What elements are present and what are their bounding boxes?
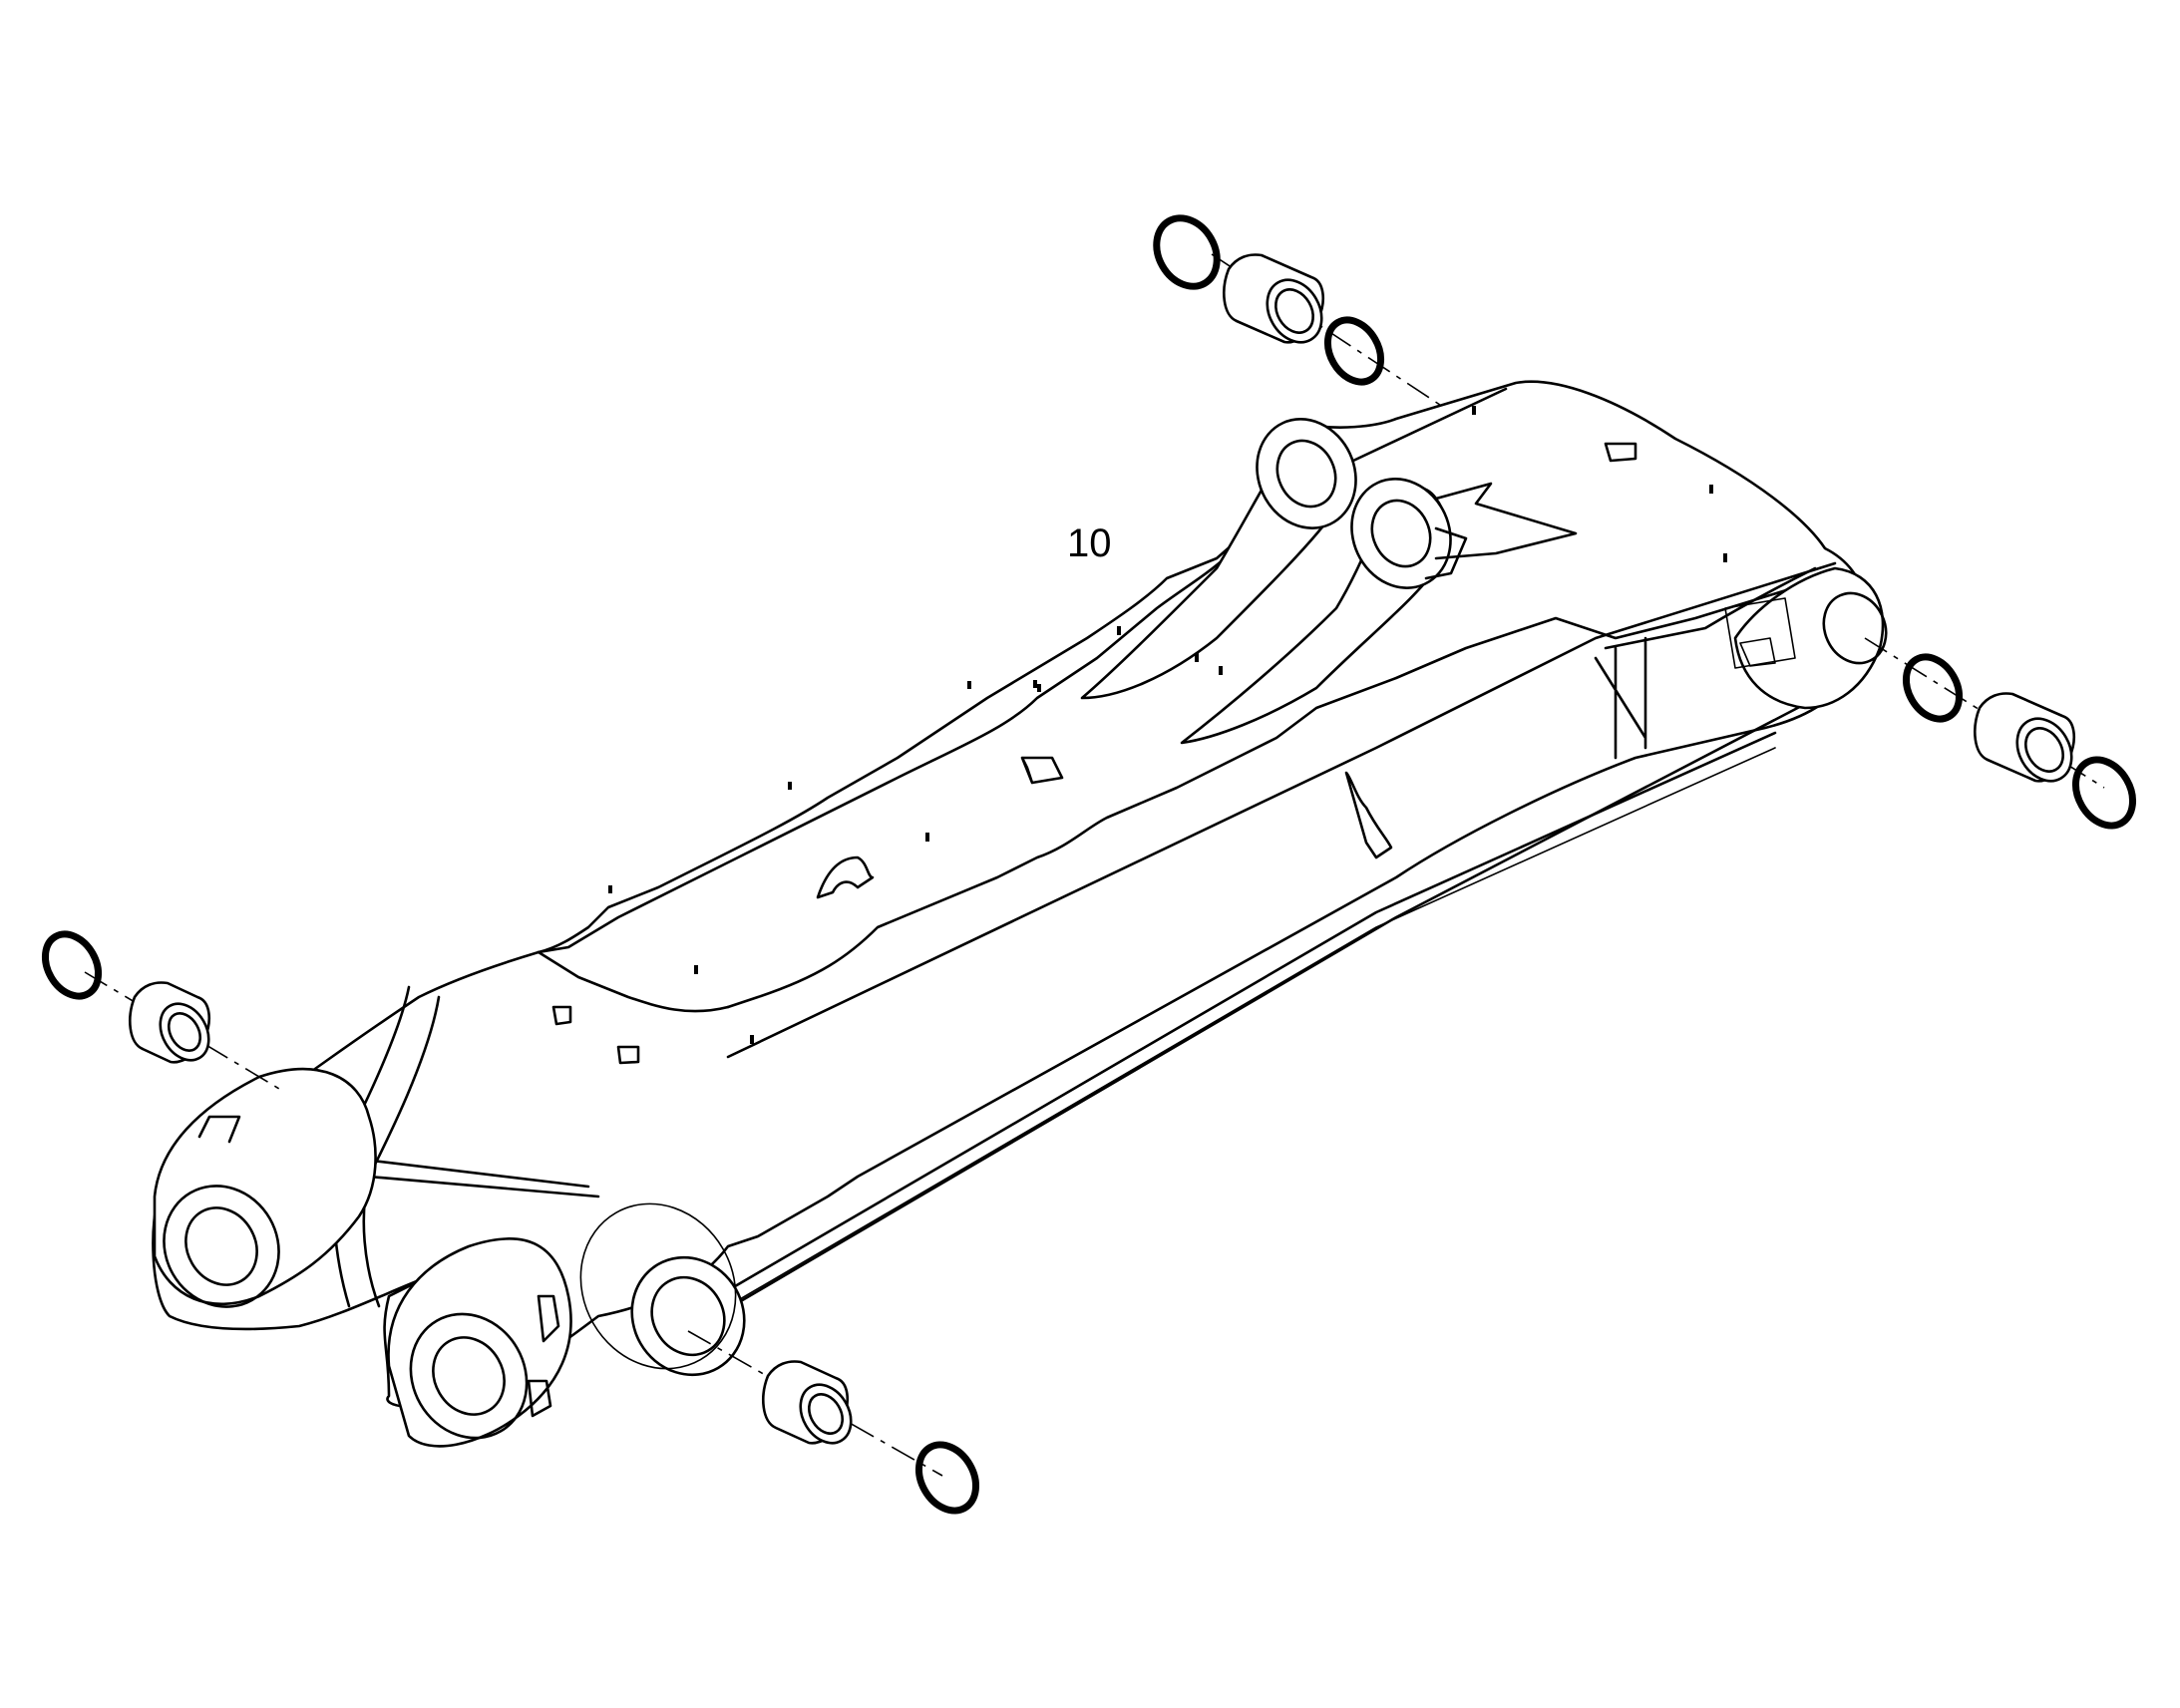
left-foot-bracket xyxy=(153,1067,377,1308)
lower-outer-ring xyxy=(914,1441,980,1515)
boom-side-face-2 xyxy=(716,731,1777,1298)
right-bushing xyxy=(1974,692,2076,783)
front-boss xyxy=(1724,566,1888,710)
small-holes xyxy=(608,406,1727,1044)
boom-top-plate xyxy=(537,387,1508,954)
upper-outer-ring xyxy=(1153,214,1221,290)
boom-neck xyxy=(1594,566,1817,760)
lower-pin-set xyxy=(687,1330,980,1515)
left-bushing xyxy=(129,981,211,1064)
boom-bottom-edge xyxy=(696,676,1857,1328)
upper-bushing xyxy=(1223,253,1325,344)
boom-assembly xyxy=(152,380,1888,1448)
boom-outline xyxy=(152,380,1867,1408)
right-outer-ring xyxy=(2071,756,2137,830)
upper-lugs xyxy=(1080,418,1578,745)
upper-pin-set xyxy=(1153,214,1447,410)
left-outer-ring xyxy=(41,930,103,1000)
boom-side-face-1 xyxy=(726,561,1837,1059)
upper-inner-ring xyxy=(1323,316,1385,386)
boom-side-face-3 xyxy=(727,747,1776,1307)
callout-main-part: 10 xyxy=(1067,521,1112,565)
right-foot-bracket xyxy=(387,1237,572,1448)
boom-top-plate-edge-left xyxy=(537,950,730,1013)
boom-top-plate-edge-right xyxy=(726,576,1827,1009)
top-brackets xyxy=(197,442,1637,1144)
rear-boss xyxy=(579,1202,746,1377)
right-pin-set xyxy=(1864,637,2137,830)
left-pin-set xyxy=(41,930,285,1093)
lower-bushing xyxy=(762,1360,853,1445)
right-inner-ring xyxy=(1902,653,1964,723)
